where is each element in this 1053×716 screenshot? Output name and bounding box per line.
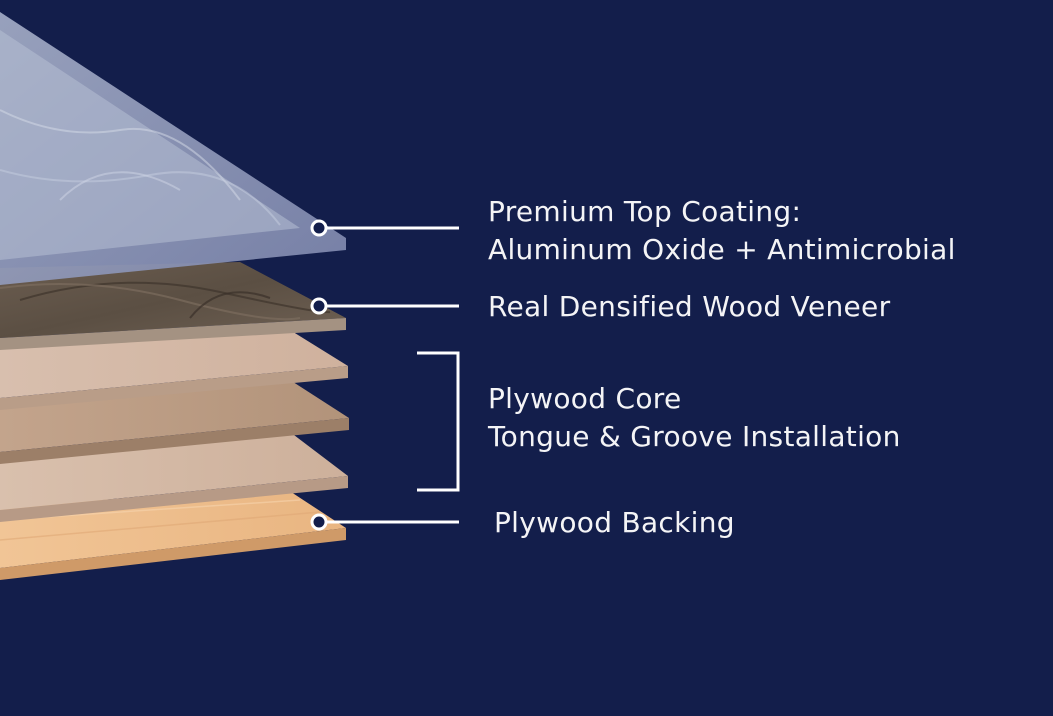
veneer-label: Real Densified Wood Veneer [488,288,890,326]
backing-callout [310,513,459,531]
top-coating-label: Premium Top Coating: Aluminum Oxide + An… [488,193,956,269]
core-label: Plywood Core Tongue & Groove Installatio… [488,380,901,456]
backing-label-line-1: Plywood Backing [494,506,735,539]
backing-label: Plywood Backing [494,504,735,542]
veneer-label-line-1: Real Densified Wood Veneer [488,290,891,323]
core-label-line-1: Plywood Core [488,382,682,415]
top-coating-label-line-2: Aluminum Oxide + Antimicrobial [488,233,956,266]
top-coating-label-line-1: Premium Top Coating: [488,195,802,228]
core-bracket [417,351,460,492]
veneer-callout [310,297,459,315]
plywood-core-layer-top [0,330,348,410]
top-coating-layer [0,12,346,285]
core-label-line-2: Tongue & Groove Installation [488,420,901,453]
wood-veneer-layer [0,262,346,350]
plywood-core-layer-bottom [0,432,348,522]
top-coating-callout [310,219,459,237]
